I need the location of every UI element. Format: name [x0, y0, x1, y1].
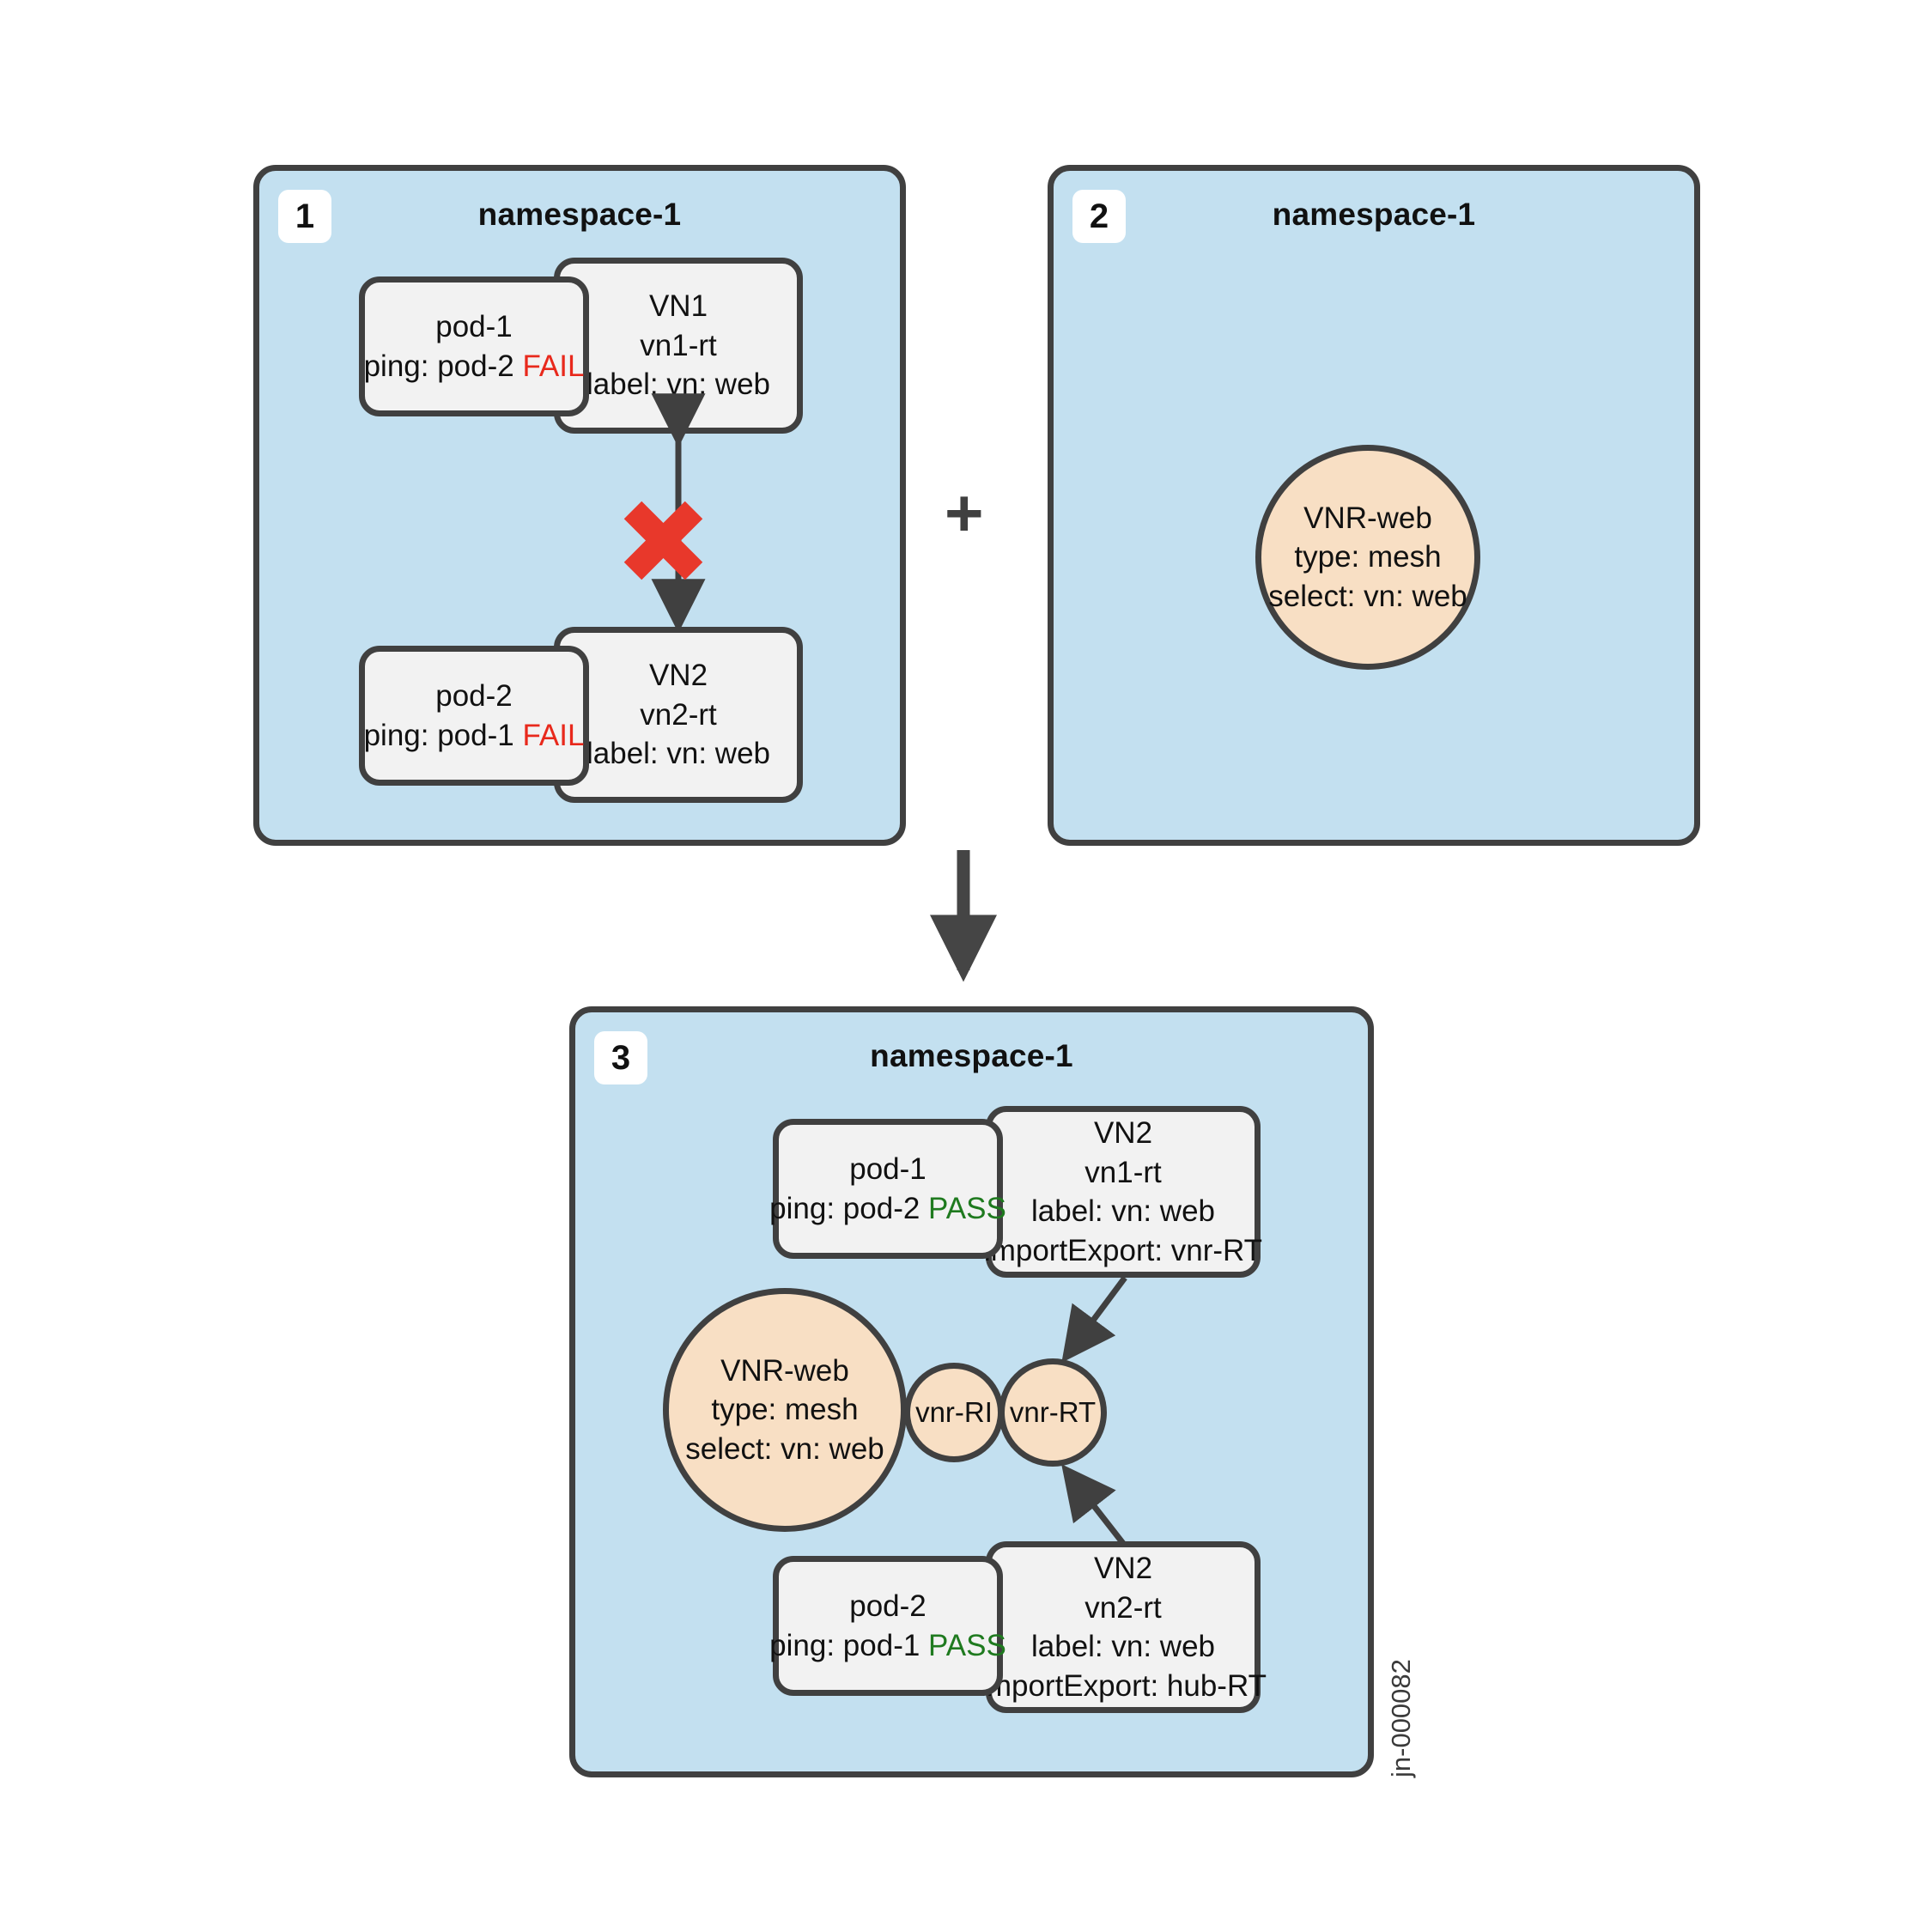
vn-top-importexport-panel3: importExport: vnr-RT: [983, 1233, 1263, 1267]
pod-1-status: FAIL: [522, 349, 585, 383]
pod-2-name-panel3: pod-2: [849, 1589, 927, 1623]
pod-1-box-panel1: pod-1 ping: pod-2 FAIL: [359, 276, 589, 416]
vn-bottom-box-panel3: VN2 vn2-rt label: vn: web importExport: …: [980, 1541, 1267, 1713]
vn2-rt-panel1: vn2-rt: [640, 697, 717, 732]
vn2-box-panel1: VN2 vn2-rt label: vn: web: [554, 627, 803, 803]
pod-2-status: FAIL: [522, 718, 585, 752]
vn2-label-panel1: label: vn: web: [586, 737, 771, 771]
panel-2-title: namespace-1: [1272, 197, 1476, 232]
pod-2-ping-label-panel3: ping: pod-1: [769, 1628, 920, 1662]
vnr-web-type-panel2: type: mesh: [1294, 540, 1442, 574]
vn1-name: VN1: [648, 289, 708, 324]
vn-bottom-label-panel3: label: vn: web: [1030, 1630, 1216, 1663]
panel-3-step-badge: 3: [594, 1031, 647, 1084]
pod-2-ping-panel3: ping: pod-1 PASS: [769, 1626, 1006, 1666]
vnr-web-select-panel3: select: vn: web: [685, 1431, 884, 1466]
pod-1-ping: ping: pod-2 FAIL: [364, 347, 585, 386]
pod-2-name: pod-2: [435, 679, 513, 713]
vn-top-rt-panel3: vn1-rt: [1084, 1155, 1162, 1189]
vnr-web-name-panel3: VNR-web: [720, 1353, 849, 1388]
vn1-label: label: vn: web: [586, 368, 771, 402]
pod-2-status-panel3: PASS: [928, 1628, 1006, 1662]
pod-1-name-panel3: pod-1: [849, 1152, 927, 1186]
vnr-ri-circle: vnr-RI: [904, 1363, 1004, 1462]
vn-top-name-panel3: VN2: [1093, 1116, 1153, 1150]
vn1-rt: vn1-rt: [640, 328, 717, 362]
pod-2-ping-label: ping: pod-1: [363, 718, 514, 752]
vnr-rt-label: vnr-RT: [1009, 1395, 1097, 1428]
vn-bottom-importexport-panel3: importExport: hub-RT: [980, 1668, 1267, 1703]
vnr-web-select-panel2: select: vn: web: [1268, 579, 1467, 613]
pod-1-status-panel3: PASS: [928, 1191, 1006, 1225]
plus-icon: +: [945, 475, 984, 550]
panel-2-step-badge: 2: [1072, 190, 1126, 243]
pod-2-ping: ping: pod-1 FAIL: [364, 716, 585, 756]
vn2-name-panel1: VN2: [648, 659, 708, 693]
vnr-ri-label: vnr-RI: [915, 1395, 993, 1428]
pod-2-box-panel1: pod-2 ping: pod-1 FAIL: [359, 646, 589, 786]
vn-top-label-panel3: label: vn: web: [1030, 1194, 1216, 1228]
vn-bottom-name-panel3: VN2: [1093, 1552, 1153, 1585]
pod-2-box-panel3: pod-2 ping: pod-1 PASS: [769, 1556, 1006, 1696]
pod-1-ping-panel3: ping: pod-2 PASS: [769, 1189, 1006, 1229]
vn-bottom-rt-panel3: vn2-rt: [1084, 1590, 1162, 1625]
vn-top-box-panel3: VN2 vn1-rt label: vn: web importExport: …: [983, 1106, 1263, 1278]
pod-1-box-panel3: pod-1 ping: pod-2 PASS: [769, 1119, 1006, 1259]
panel-1-title: namespace-1: [477, 197, 682, 232]
vnr-web-circle-panel2: VNR-web type: mesh select: vn: web: [1255, 445, 1480, 670]
vnr-rt-circle: vnr-RT: [999, 1358, 1107, 1467]
panel-1-step-badge: 1: [278, 190, 331, 243]
figure-id-watermark: jn-000082: [1386, 1659, 1416, 1777]
vn1-box: VN1 vn1-rt label: vn: web: [554, 258, 803, 434]
pod-1-ping-label-panel3: ping: pod-2: [769, 1191, 920, 1225]
vnr-web-circle-panel3: VNR-web type: mesh select: vn: web: [663, 1288, 907, 1532]
vnr-web-name-panel2: VNR-web: [1303, 501, 1432, 535]
vnr-web-type-panel3: type: mesh: [711, 1393, 859, 1427]
panel-3-title: namespace-1: [870, 1038, 1073, 1073]
pod-1-name: pod-1: [435, 310, 513, 343]
pod-1-ping-label: ping: pod-2: [363, 349, 514, 383]
